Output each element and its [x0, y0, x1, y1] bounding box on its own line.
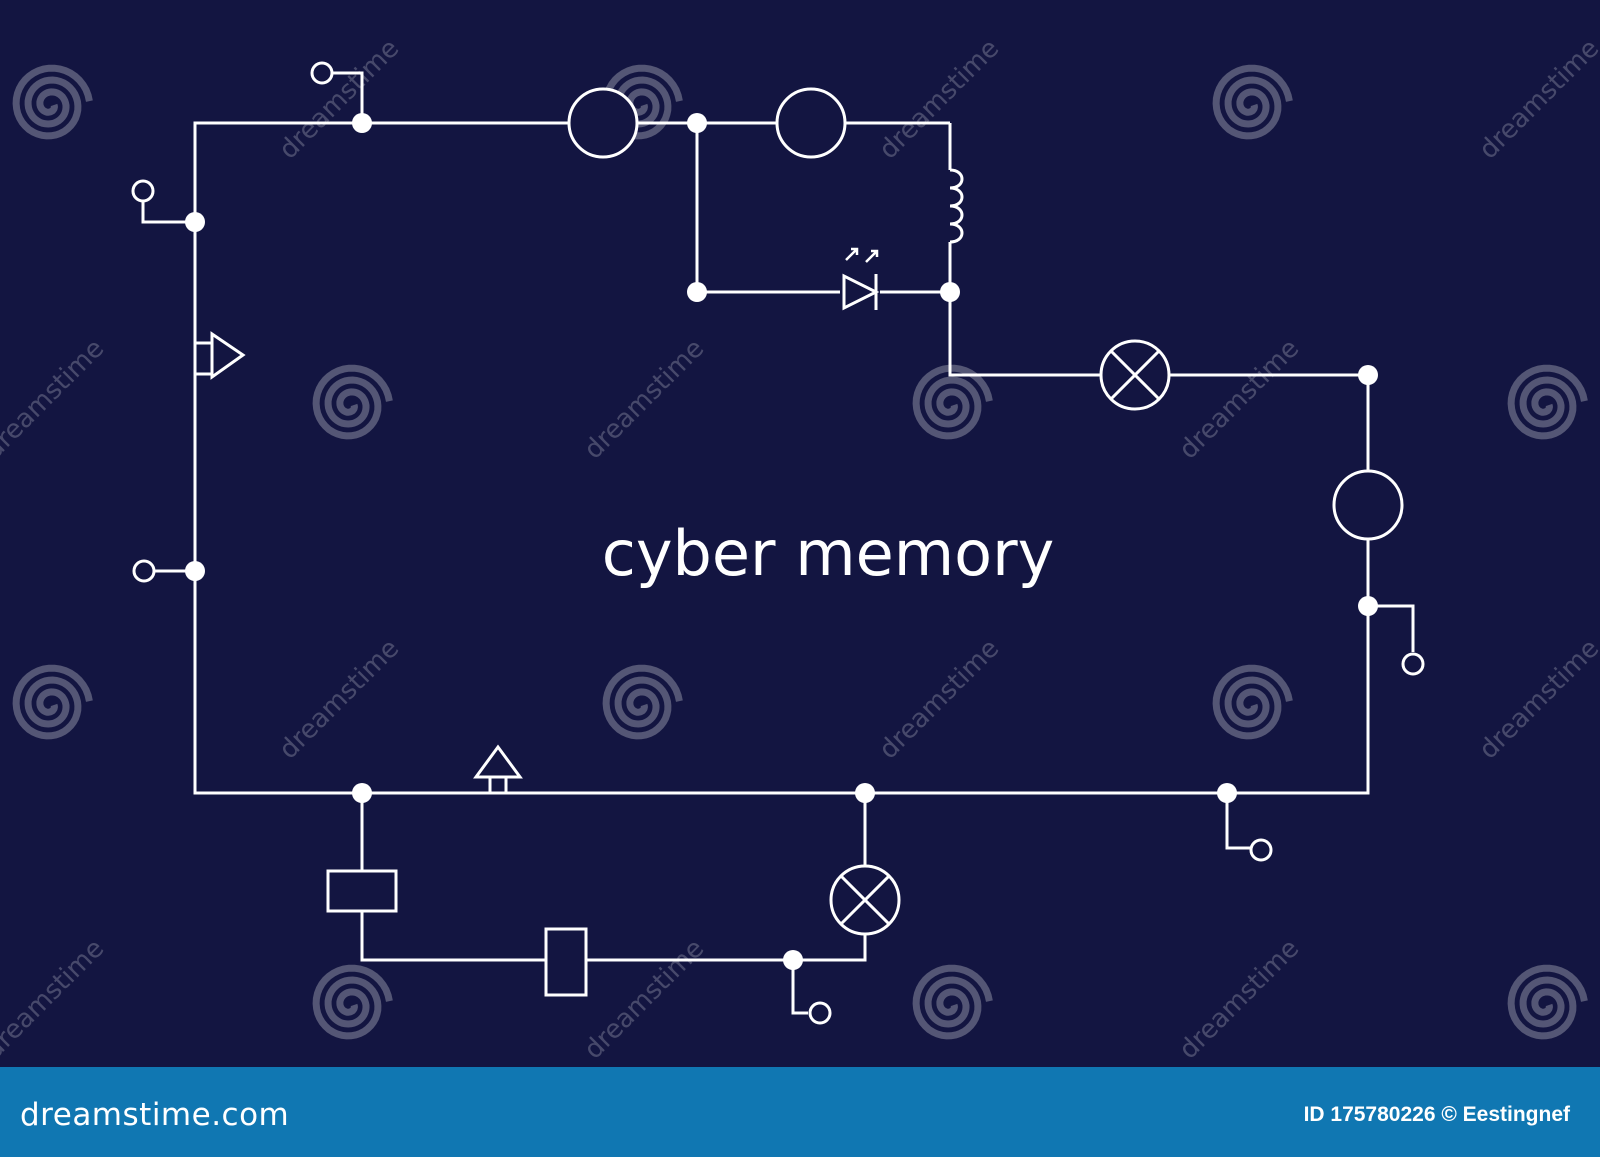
- watermark-spiral-icon: [602, 664, 683, 740]
- terminal-right: [1368, 604, 1415, 652]
- meter-symbol-top-right: [775, 87, 847, 159]
- junction-dots: [185, 113, 1378, 970]
- watermark-spiral-icon: [1507, 364, 1588, 440]
- wire-main-loop: [193, 121, 1370, 795]
- watermark-spiral-icon: [1212, 664, 1293, 740]
- terminal-bottom-center: [791, 960, 808, 1015]
- resistor-symbol-horizontal: [544, 927, 588, 997]
- diagram-title: cyber memory: [602, 517, 1055, 590]
- terminal-left-upper: [141, 202, 195, 224]
- watermark-spiral-icon: [1507, 964, 1588, 1040]
- lamp-symbol-right: [1099, 339, 1171, 411]
- meter-symbol-top-left: [567, 87, 639, 159]
- open-terminals: [131, 61, 1425, 1025]
- terminal-bottom-right: [1225, 793, 1250, 850]
- led-diode-symbol: [840, 247, 880, 311]
- inductor-symbol: [944, 168, 964, 244]
- watermark-spiral-icon: [912, 964, 993, 1040]
- resistor-symbol-vertical: [326, 869, 398, 913]
- meter-symbol-right: [1332, 469, 1404, 541]
- watermark-spiral-icon: [12, 64, 93, 140]
- footer-brand[interactable]: dreamstime.com: [20, 1097, 290, 1133]
- footer-bar: dreamstime.com ID 175780226 © Eestingnef: [0, 1067, 1600, 1157]
- footer-credit: ID 175780226 © Eestingnef: [1303, 1103, 1570, 1126]
- arrow-symbol-bottom: [473, 744, 523, 793]
- arrow-symbol-left: [195, 331, 246, 380]
- watermark-spiral-icon: [312, 364, 393, 440]
- terminal-top-left: [333, 71, 364, 123]
- watermark-spiral-icon: [1212, 64, 1293, 140]
- lamp-symbol-bottom: [829, 864, 901, 936]
- watermark-spiral-icon: [912, 364, 993, 440]
- watermark-spiral-icon: [12, 664, 93, 740]
- watermark-spiral-icon: [312, 964, 393, 1040]
